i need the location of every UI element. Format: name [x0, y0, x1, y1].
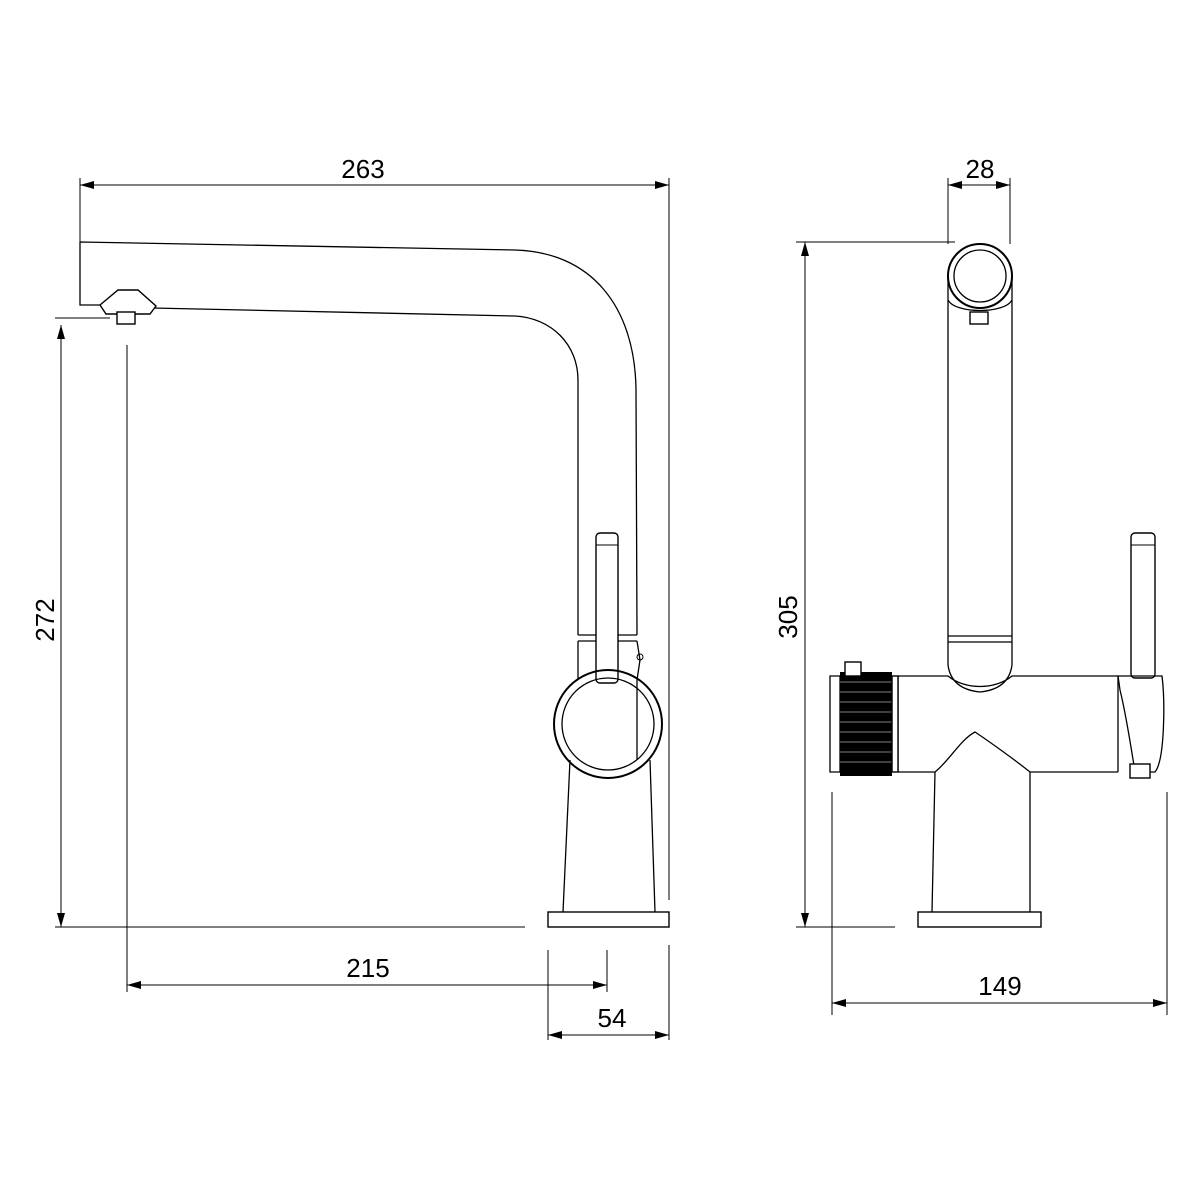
dim-reach: 215: [346, 953, 389, 983]
dim-spout-diameter: 28: [966, 154, 995, 184]
dim-total-width: 263: [341, 154, 384, 184]
front-body: [897, 664, 1119, 773]
front-knurled-knob: [829, 661, 899, 776]
front-base-plate: [917, 911, 1042, 928]
front-view: 28 305 149: [773, 154, 1168, 1015]
side-lever: [595, 532, 619, 684]
dim-front-width: 149: [978, 971, 1021, 1001]
side-knob: [553, 669, 663, 779]
front-tube: [947, 300, 1013, 665]
front-lever: [1117, 532, 1165, 779]
front-spout-head: [947, 243, 1013, 325]
dim-front-height: 305: [773, 595, 803, 638]
aerator: [99, 289, 157, 325]
side-view: 263 272 215 54: [30, 154, 670, 1040]
dim-side-height: 272: [30, 598, 60, 641]
side-spout: [79, 241, 638, 636]
front-leg: [931, 771, 1031, 913]
dim-base: 54: [598, 1003, 627, 1033]
side-base-plate: [547, 911, 670, 928]
side-body: [562, 641, 656, 913]
